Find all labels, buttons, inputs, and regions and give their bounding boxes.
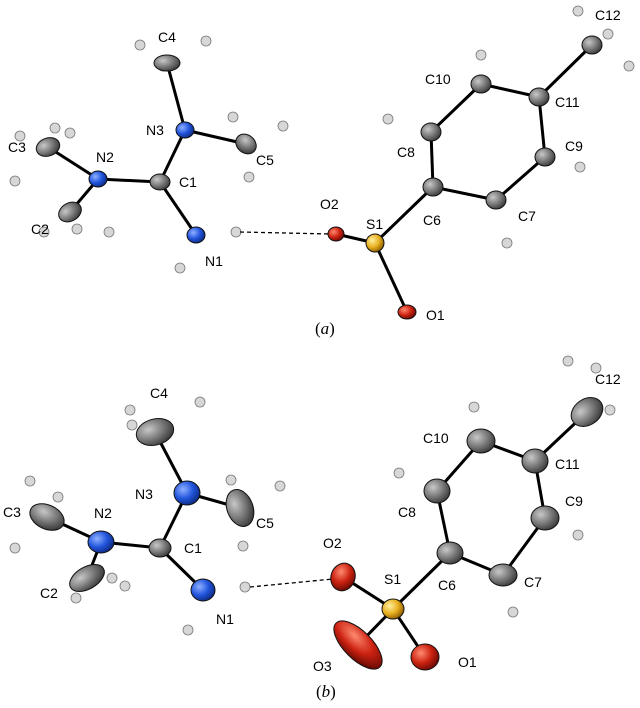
label-C8: C8 [398, 504, 416, 520]
panel-b: C1 C2 C3 C4 C5 C6 C7 C8 C9 C10 C11 C12 N… [3, 355, 621, 701]
hydrogens-b [9, 355, 616, 636]
label-C7: C7 [524, 574, 542, 590]
labels-a: C1 C2 C3 C4 C5 C6 C7 C8 C9 C10 C11 C12 N… [8, 7, 621, 323]
atom-O2 [330, 562, 356, 592]
atom-C11 [528, 87, 550, 107]
label-N3: N3 [146, 122, 164, 138]
atom-C7 [488, 563, 518, 587]
atom-O1 [410, 643, 440, 671]
atom-C8 [423, 478, 451, 504]
atom-C7 [485, 190, 507, 210]
atoms-b [29, 397, 604, 671]
label-C2: C2 [31, 221, 49, 237]
bonds-b [45, 410, 589, 659]
label-N2: N2 [94, 505, 112, 521]
label-O3: O3 [313, 658, 332, 674]
hydrogen-bond-b [249, 578, 334, 588]
atom-O3 [333, 620, 383, 670]
atom-C5 [225, 489, 255, 527]
label-O2: O2 [323, 535, 342, 551]
atom-N3 [173, 480, 201, 506]
labels-b: C1 C2 C3 C4 C5 C6 C7 C8 C9 C10 C11 C12 N… [3, 371, 621, 674]
label-N1: N1 [205, 253, 223, 269]
label-N3: N3 [135, 486, 153, 502]
atom-C6 [436, 541, 464, 565]
atom-C9 [534, 147, 556, 167]
atom-C3 [35, 137, 61, 157]
label-O1: O1 [458, 654, 477, 670]
atom-C12 [570, 397, 604, 427]
label-C4: C4 [150, 385, 168, 401]
atom-S1 [381, 598, 405, 620]
atom-C1 [149, 173, 171, 191]
atom-N2 [88, 170, 108, 188]
atom-C9 [530, 505, 560, 531]
label-C9: C9 [565, 493, 583, 509]
atom-C11 [521, 448, 549, 474]
label-C1: C1 [179, 174, 197, 190]
atom-O1 [397, 304, 417, 320]
atom-C6 [422, 177, 444, 197]
hydrogens-a [9, 5, 635, 274]
bonds-a [46, 43, 594, 314]
label-C6: C6 [438, 577, 456, 593]
label-N2: N2 [96, 149, 114, 165]
atom-N1 [190, 578, 216, 602]
label-C3: C3 [3, 504, 21, 520]
label-N1: N1 [216, 611, 234, 627]
atom-C10 [470, 74, 492, 94]
atom-N1 [186, 226, 206, 244]
label-C10: C10 [423, 430, 449, 446]
atom-O2 [327, 226, 345, 242]
label-C1: C1 [184, 540, 202, 556]
label-C11: C11 [555, 456, 580, 472]
atom-C3 [29, 503, 65, 531]
label-C8: C8 [397, 144, 415, 160]
hydrogen-bond-a [239, 231, 331, 235]
atoms-a [35, 35, 603, 320]
label-C11: C11 [555, 94, 580, 110]
panel-label-b: (b) [316, 682, 336, 701]
atom-C1 [148, 538, 172, 558]
label-O2: O2 [320, 196, 339, 212]
atom-C8 [420, 122, 442, 142]
panel-a: C1 C2 C3 C4 C5 C6 C7 C8 C9 C10 C11 C12 N… [8, 5, 635, 338]
atom-C10 [466, 428, 496, 454]
atom-N2 [87, 530, 115, 554]
label-S1: S1 [366, 216, 383, 232]
label-S1: S1 [384, 571, 401, 587]
atom-C2 [69, 564, 105, 592]
atom-C4 [135, 418, 175, 446]
label-C12: C12 [595, 371, 621, 387]
panel-label-a: (a) [315, 319, 335, 338]
atom-N3 [175, 121, 195, 139]
label-C7: C7 [518, 208, 536, 224]
label-C6: C6 [423, 212, 441, 228]
atom-C2 [58, 201, 82, 223]
label-C12: C12 [595, 7, 621, 23]
atom-C12 [581, 35, 603, 55]
label-C4: C4 [158, 29, 176, 45]
label-C5: C5 [256, 515, 274, 531]
atom-C5 [235, 133, 257, 155]
label-C9: C9 [565, 138, 583, 154]
label-C3: C3 [8, 139, 26, 155]
label-C2: C2 [40, 585, 58, 601]
label-O1: O1 [426, 307, 445, 323]
label-C10: C10 [425, 71, 451, 87]
atom-S1 [365, 233, 385, 253]
atom-C4 [153, 54, 181, 72]
label-C5: C5 [256, 152, 274, 168]
